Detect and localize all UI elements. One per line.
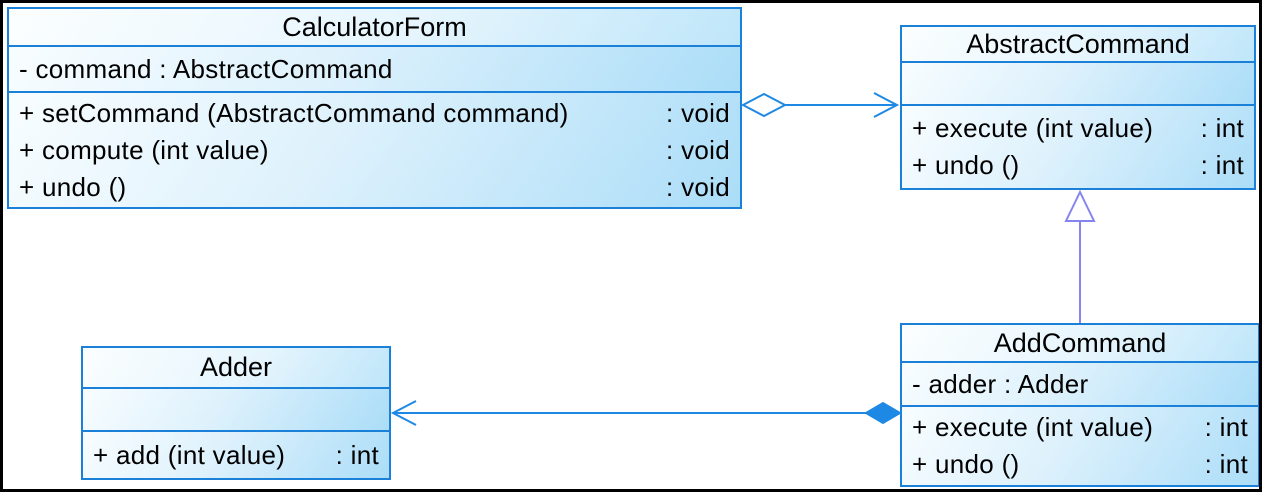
- method-row: + undo () : int: [912, 147, 1244, 184]
- method-signature: + execute (int value): [912, 412, 1154, 442]
- method-row: + add (int value) : int: [93, 437, 379, 474]
- method-return-type: : void: [666, 171, 730, 202]
- method-row: + compute (int value) : void: [19, 132, 730, 169]
- open-arrow-icon: [873, 92, 900, 118]
- attribute-text: - adder : Adder: [912, 368, 1089, 399]
- class-box-abstractcommand[interactable]: AbstractCommand + execute (int value) : …: [900, 25, 1256, 190]
- method-row: + execute (int value) : int: [912, 110, 1244, 147]
- class-name-addcommand: AddCommand: [902, 325, 1258, 363]
- aggregation-connector[interactable]: [740, 92, 900, 118]
- method-signature: + undo (): [912, 449, 1020, 479]
- method-return-type: : int: [1200, 150, 1244, 180]
- methods-compartment: + add (int value) : int: [83, 432, 389, 478]
- class-name-calculatorform: CalculatorForm: [9, 9, 740, 47]
- method-signature: + undo (): [912, 150, 1020, 180]
- method-row: + setCommand (AbstractCommand command) :…: [19, 95, 730, 132]
- attributes-compartment: - adder : Adder: [902, 363, 1258, 407]
- method-row: + execute (int value) : int: [912, 409, 1248, 446]
- methods-compartment: + execute (int value) : int + undo () : …: [902, 106, 1254, 188]
- attributes-compartment-empty: [83, 389, 389, 432]
- method-return-type: : int: [1204, 412, 1248, 442]
- class-box-adder[interactable]: Adder + add (int value) : int: [81, 346, 391, 480]
- hollow-diamond-icon: [740, 92, 788, 118]
- attribute-text: - command : AbstractCommand: [19, 53, 393, 84]
- method-signature: + compute (int value): [19, 134, 269, 165]
- methods-compartment: + execute (int value) : int + undo () : …: [902, 407, 1258, 485]
- attributes-compartment: - command : AbstractCommand: [9, 47, 740, 93]
- class-box-calculatorform[interactable]: CalculatorForm - command : AbstractComma…: [7, 7, 742, 209]
- attribute-row: - adder : Adder: [912, 366, 1248, 403]
- class-name-abstractcommand: AbstractCommand: [902, 27, 1254, 63]
- generalization-connector[interactable]: [1064, 189, 1096, 323]
- filled-diamond-icon: [864, 401, 902, 425]
- method-return-type: : void: [666, 134, 730, 165]
- method-return-type: : int: [1200, 113, 1244, 143]
- method-signature: + execute (int value): [912, 113, 1154, 143]
- method-return-type: : void: [666, 97, 730, 128]
- method-signature: + add (int value): [93, 439, 286, 470]
- method-signature: + undo (): [19, 171, 127, 202]
- method-signature: + setCommand (AbstractCommand command): [19, 97, 569, 128]
- attributes-compartment-empty: [902, 63, 1254, 106]
- hollow-triangle-icon: [1064, 189, 1096, 222]
- method-row: + undo () : void: [19, 169, 730, 206]
- methods-compartment: + setCommand (AbstractCommand command) :…: [9, 93, 740, 207]
- method-row: + undo () : int: [912, 446, 1248, 483]
- class-box-addcommand[interactable]: AddCommand - adder : Adder + execute (in…: [900, 323, 1259, 487]
- class-name-adder: Adder: [83, 348, 389, 389]
- attribute-row: - command : AbstractCommand: [19, 51, 730, 88]
- method-return-type: : int: [335, 439, 379, 470]
- composition-connector[interactable]: [390, 400, 902, 426]
- method-return-type: : int: [1204, 449, 1248, 479]
- open-arrow-icon: [390, 400, 417, 426]
